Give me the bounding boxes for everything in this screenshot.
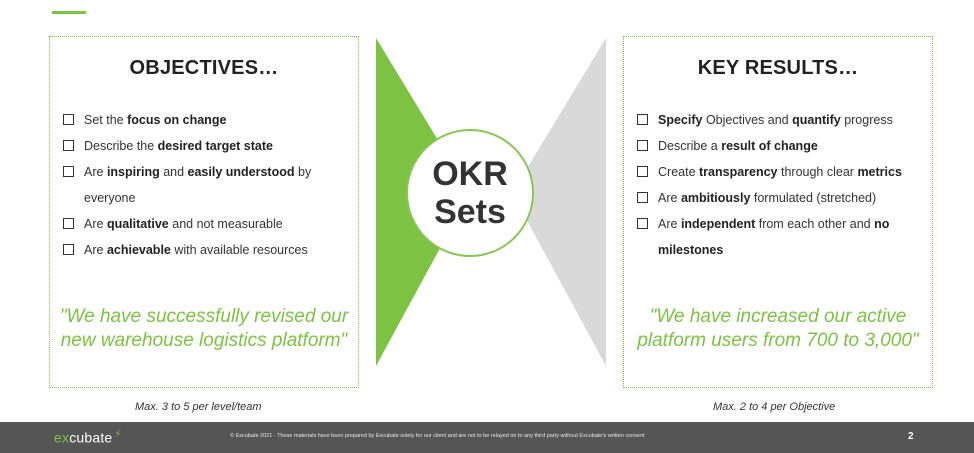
objectives-caption: Max. 3 to 5 per level/team (135, 401, 262, 413)
objective-bullet: Are qualitative and not measurable (63, 211, 348, 237)
bold-phrase: ambitiously (680, 191, 751, 205)
key-result-bullet-text: Are ambitiously formulated (stretched) (658, 185, 922, 211)
text-phrase: Are (658, 191, 681, 205)
checkbox-icon (637, 218, 648, 229)
text-phrase: Create (658, 165, 699, 179)
objective-bullet: Set the focus on change (63, 107, 348, 133)
text-phrase: with available resources (170, 243, 308, 257)
objective-bullet: Describe the desired target state (63, 133, 348, 159)
key-results-caption: Max. 2 to 4 per Objective (713, 401, 836, 413)
key-result-bullet: Are ambitiously formulated (stretched) (637, 185, 922, 211)
bold-phrase: transparency (699, 165, 778, 179)
key-result-bullet: Describe a result of change (637, 133, 922, 159)
key-result-bullet-text: Specify Objectives and quantify progress (658, 107, 922, 133)
bold-phrase: easily understood (187, 165, 295, 179)
logo-prefix: ex (54, 429, 70, 446)
text-phrase: Describe a (658, 139, 722, 153)
checkbox-icon (637, 192, 648, 203)
checkbox-icon (637, 140, 648, 151)
objective-bullet-text: Are achievable with available resources (84, 237, 348, 263)
key-result-bullet: Specify Objectives and quantify progress (637, 107, 922, 133)
objectives-title: OBJECTIVES… (129, 57, 279, 79)
bold-phrase: no milestones (658, 217, 890, 257)
okr-sets-label: OKR Sets (432, 155, 508, 231)
bold-phrase: qualitative (106, 217, 169, 231)
footer-bar: excubate⚡ © Excubate 2021 - These materi… (0, 422, 974, 453)
bold-phrase: focus on change (127, 113, 227, 127)
text-phrase: and (159, 165, 188, 179)
text-phrase: Objectives and (702, 113, 793, 127)
gray-arrow-shape (512, 38, 606, 366)
bold-phrase: inspiring (106, 165, 160, 179)
objective-bullet: Are achievable with available resources (63, 237, 348, 263)
title-accent-bar (52, 11, 86, 14)
key-results-list: Specify Objectives and quantify progress… (637, 107, 922, 263)
key-result-bullet-text: Create transparency through clear metric… (658, 159, 922, 185)
page-number: 2 (908, 431, 914, 442)
logo-mark-icon: ⚡ (114, 429, 122, 440)
text-phrase: and not measurable (168, 217, 283, 231)
bold-phrase: Specify (658, 113, 703, 127)
excubate-logo: excubate⚡ (54, 429, 122, 446)
copyright-text: © Excubate 2021 - These materials have b… (230, 433, 645, 439)
text-phrase: progress (840, 113, 893, 127)
okr-sets-circle: OKR Sets (406, 129, 534, 257)
checkbox-icon (637, 166, 648, 177)
key-result-bullet: Create transparency through clear metric… (637, 159, 922, 185)
objectives-quote: "We have successfully revised our new wa… (59, 306, 349, 351)
bold-phrase: quantify (792, 113, 841, 127)
bold-phrase: result of change (721, 139, 818, 153)
text-phrase: Describe the (84, 139, 158, 153)
objective-bullet-text: Set the focus on change (84, 107, 348, 133)
text-phrase: by everyone (84, 165, 312, 205)
key-result-bullet: Are independent from each other and no m… (637, 211, 922, 263)
checkbox-icon (63, 140, 74, 151)
text-phrase: Are (658, 217, 681, 231)
objective-bullet-text: Are qualitative and not measurable (84, 211, 348, 237)
checkbox-icon (63, 114, 74, 125)
objective-bullet-text: Describe the desired target state (84, 133, 348, 159)
text-phrase: through clear (777, 165, 858, 179)
text-phrase: Are (84, 243, 107, 257)
bold-phrase: independent (680, 217, 756, 231)
bold-phrase: desired target state (157, 139, 273, 153)
checkbox-icon (63, 244, 74, 255)
bold-phrase: metrics (857, 165, 902, 179)
checkbox-icon (63, 166, 74, 177)
text-phrase: formulated (stretched) (750, 191, 877, 205)
checkbox-icon (637, 114, 648, 125)
text-phrase: Set the (84, 113, 128, 127)
key-results-quote: "We have increased our active platform u… (637, 306, 919, 351)
text-phrase: Are (84, 217, 107, 231)
text-phrase: from each other and (755, 217, 875, 231)
bold-phrase: achievable (106, 243, 171, 257)
objective-bullet: Are inspiring and easily understood by e… (63, 159, 348, 211)
key-results-title: KEY RESULTS… (697, 57, 859, 79)
key-results-panel: KEY RESULTS… Specify Objectives and quan… (623, 36, 933, 388)
text-phrase: Are (84, 165, 107, 179)
objective-bullet-text: Are inspiring and easily understood by e… (84, 159, 348, 211)
checkbox-icon (63, 218, 74, 229)
key-result-bullet-text: Are independent from each other and no m… (658, 211, 922, 263)
logo-suffix: cubate (69, 429, 113, 446)
key-result-bullet-text: Describe a result of change (658, 133, 922, 159)
